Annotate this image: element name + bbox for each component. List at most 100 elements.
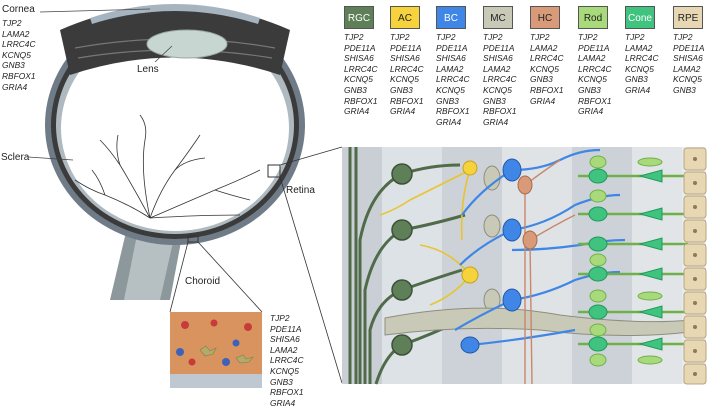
gene-label: GRIA4	[2, 81, 28, 92]
gene-label: KCNQ5	[483, 84, 512, 95]
gene-label: TJP2	[625, 32, 645, 42]
gene-label: KCNQ5	[625, 63, 654, 74]
gene-label: KCNQ5	[578, 74, 607, 85]
gene-label: PDE11A	[483, 42, 515, 53]
cornea-gene-list: TJP2 LAMA2 LRRC4C KCNQ5 GNB3 RBFOX1 GRIA…	[2, 18, 36, 92]
gene-label: PDE11A	[436, 42, 468, 53]
gene-label: GRIA4	[625, 84, 651, 95]
legend-swatch-ac: AC	[390, 6, 420, 29]
gene-label: TJP2	[436, 32, 456, 42]
gene-label: LAMA2	[270, 344, 298, 355]
gene-label: LAMA2	[673, 63, 701, 74]
gene-label: LAMA2	[483, 63, 511, 74]
gene-label: GRIA4	[344, 106, 370, 117]
cell-type-legend: RGC TJP2 PDE11A SHISA6 LRRC4C KCNQ5 GNB3…	[340, 6, 708, 141]
legend-swatch-rod: Rod	[578, 6, 608, 29]
gene-label: GNB3	[436, 95, 459, 106]
rpe-gene-list: TJP2 PDE11A SHISA6 LAMA2 KCNQ5 GNB3	[673, 32, 705, 96]
mc-gene-list: TJP2 PDE11A SHISA6 LAMA2 LRRC4C KCNQ5 GN…	[483, 32, 517, 127]
gene-label: KCNQ5	[390, 74, 419, 85]
gene-label: RBFOX1	[483, 106, 517, 117]
gene-label: GNB3	[578, 84, 601, 95]
gene-label: GRIA4	[390, 106, 416, 117]
gene-label: PDE11A	[270, 323, 302, 334]
sclera-label: Sclera	[1, 152, 30, 163]
gene-label: LAMA2	[578, 53, 606, 64]
legend-swatch-mc: MC	[483, 6, 513, 29]
gene-label: GNB3	[673, 84, 696, 95]
gene-label: SHISA6	[483, 53, 513, 64]
gene-label: GNB3	[483, 95, 506, 106]
gene-label: LRRC4C	[530, 53, 564, 64]
cone-gene-list: TJP2 LAMA2 LRRC4C KCNQ5 GNB3 GRIA4	[625, 32, 659, 96]
gene-label: TJP2	[673, 32, 693, 42]
gene-label: TJP2	[270, 313, 290, 323]
rod-gene-list: TJP2 PDE11A LAMA2 LRRC4C KCNQ5 GNB3 RBFO…	[578, 32, 612, 117]
gene-label: SHISA6	[344, 53, 374, 64]
gene-label: GRIA4	[483, 116, 509, 127]
gene-label: TJP2	[344, 32, 364, 42]
gene-label: RBFOX1	[2, 70, 36, 81]
gene-label: LRRC4C	[483, 74, 517, 85]
gene-label: RBFOX1	[270, 387, 304, 398]
gene-label: TJP2	[2, 18, 22, 28]
gene-label: TJP2	[390, 32, 410, 42]
gene-label: PDE11A	[390, 42, 422, 53]
gene-label: RBFOX1	[530, 84, 564, 95]
gene-label: SHISA6	[436, 53, 466, 64]
legend-swatch-bc: BC	[436, 6, 466, 29]
gene-label: SHISA6	[390, 53, 420, 64]
gene-label: KCNQ5	[270, 365, 299, 376]
gene-label: LAMA2	[530, 42, 558, 53]
cornea-label: Cornea	[2, 4, 35, 15]
gene-label: KCNQ5	[436, 84, 465, 95]
gene-label: RBFOX1	[344, 95, 378, 106]
gene-label: GRIA4	[436, 116, 462, 127]
gene-label: LRRC4C	[625, 53, 659, 64]
gene-label: TJP2	[578, 32, 598, 42]
gene-label: GNB3	[2, 60, 25, 71]
gene-label: GRIA4	[530, 95, 556, 106]
gene-label: LAMA2	[436, 63, 464, 74]
rgc-gene-list: TJP2 PDE11A SHISA6 LRRC4C KCNQ5 GNB3 RBF…	[344, 32, 378, 117]
legend-swatch-hc: HC	[530, 6, 560, 29]
choroid-gene-list: TJP2 PDE11A SHISA6 LAMA2 LRRC4C KCNQ5 GN…	[270, 313, 304, 408]
gene-label: LRRC4C	[436, 74, 470, 85]
choroid-zoom-marker	[187, 235, 199, 243]
gene-label: KCNQ5	[673, 74, 702, 85]
gene-label: PDE11A	[673, 42, 705, 53]
hc-gene-list: TJP2 LAMA2 LRRC4C KCNQ5 GNB3 RBFOX1 GRIA…	[530, 32, 564, 106]
retinal-vessels	[74, 114, 261, 219]
bc-gene-list: TJP2 PDE11A SHISA6 LAMA2 LRRC4C KCNQ5 GN…	[436, 32, 470, 127]
gene-label: SHISA6	[270, 334, 300, 345]
cornea	[90, 4, 260, 24]
legend-swatch-rpe: RPE	[673, 6, 703, 29]
gene-label: LRRC4C	[578, 63, 612, 74]
choroid-label: Choroid	[185, 276, 221, 287]
gene-label: PDE11A	[578, 42, 610, 53]
gene-label: GRIA4	[270, 397, 296, 408]
gene-label: TJP2	[530, 32, 550, 42]
retina-zoom-marker	[267, 164, 281, 178]
gene-label: GNB3	[390, 84, 413, 95]
gene-label: LAMA2	[625, 42, 653, 53]
gene-label: LRRC4C	[390, 63, 424, 74]
lens	[146, 29, 228, 59]
gene-label: RBFOX1	[390, 95, 424, 106]
gene-label: RBFOX1	[436, 106, 470, 117]
gene-label: GRIA4	[578, 106, 604, 117]
gene-label: TJP2	[483, 32, 503, 42]
gene-label: KCNQ5	[344, 74, 373, 85]
vitreous	[61, 25, 289, 231]
gene-label: LAMA2	[2, 28, 30, 39]
gene-label: GNB3	[625, 74, 648, 85]
gene-label: KCNQ5	[2, 49, 31, 60]
ac-gene-list: TJP2 PDE11A SHISA6 LRRC4C KCNQ5 GNB3 RBF…	[390, 32, 424, 117]
choroid-inset	[170, 312, 262, 388]
retina-inset	[342, 147, 707, 385]
legend-swatch-rgc: RGC	[344, 6, 374, 29]
gene-label: GNB3	[270, 376, 293, 387]
legend-swatch-cone: Cone	[625, 6, 655, 29]
gene-label: SHISA6	[673, 53, 703, 64]
